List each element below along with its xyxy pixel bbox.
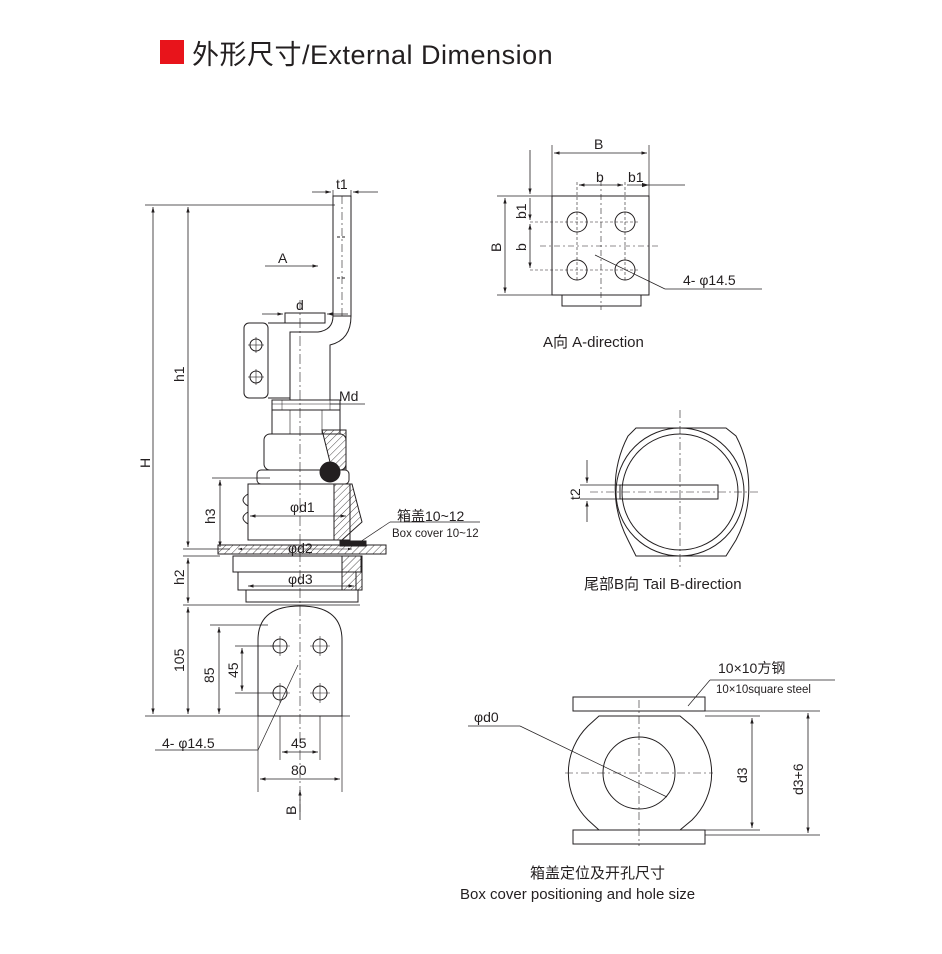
- label-box-cover-en: Box cover 10~12: [392, 528, 479, 540]
- label-d0: φd0: [474, 709, 499, 725]
- label-t2: t2: [567, 488, 583, 500]
- a-direction-view: [497, 145, 762, 310]
- label-holes-side: 4- φ14.5: [162, 735, 215, 751]
- label-d1: φd1: [290, 499, 315, 515]
- side-view: [145, 190, 480, 820]
- label-d3-cover: d3: [734, 767, 750, 783]
- label-a-b1-left: b1: [513, 203, 529, 219]
- label-a-B-top: B: [594, 136, 603, 152]
- label-45-horizontal: 45: [291, 735, 307, 751]
- caption-tail-b: 尾部B向 Tail B-direction: [584, 576, 742, 593]
- label-B-arrow: B: [283, 806, 299, 815]
- label-d: d: [296, 297, 304, 313]
- label-steel-cn: 10×10方钢: [718, 660, 785, 676]
- label-a-b-left: b: [513, 243, 529, 251]
- label-85: 85: [201, 667, 217, 683]
- label-a-b-top: b: [596, 169, 604, 185]
- label-80: 80: [291, 762, 307, 778]
- label-45-vertical: 45: [225, 662, 241, 678]
- label-105: 105: [171, 648, 187, 672]
- title-square-icon: [160, 40, 184, 64]
- label-A: A: [278, 250, 288, 266]
- label-Md: Md: [339, 388, 358, 404]
- label-h1: h1: [171, 366, 187, 382]
- label-h3: h3: [202, 508, 218, 524]
- box-cover-view: [468, 679, 835, 846]
- label-d2: φd2: [288, 540, 313, 556]
- caption-cover-en: Box cover positioning and hole size: [460, 886, 695, 903]
- label-H: H: [137, 458, 153, 468]
- label-a-b1-top: b1: [628, 169, 644, 185]
- page-title: 外形尺寸/External Dimension: [160, 36, 553, 70]
- label-t1: t1: [336, 176, 348, 192]
- label-d3-plus-6: d3+6: [790, 763, 806, 795]
- label-d3: φd3: [288, 571, 313, 587]
- label-h2: h2: [171, 569, 187, 585]
- caption-a-direction: A向 A-direction: [543, 334, 644, 351]
- title-text: 外形尺寸/External Dimension: [192, 39, 554, 70]
- label-a-B-left: B: [488, 243, 504, 252]
- label-box-cover-cn: 箱盖10~12: [397, 508, 465, 524]
- label-steel-en: 10×10square steel: [716, 684, 811, 696]
- label-a-holes: 4- φ14.5: [683, 272, 736, 288]
- caption-cover-cn: 箱盖定位及开孔尺寸: [530, 865, 665, 882]
- tail-b-view: [580, 410, 760, 570]
